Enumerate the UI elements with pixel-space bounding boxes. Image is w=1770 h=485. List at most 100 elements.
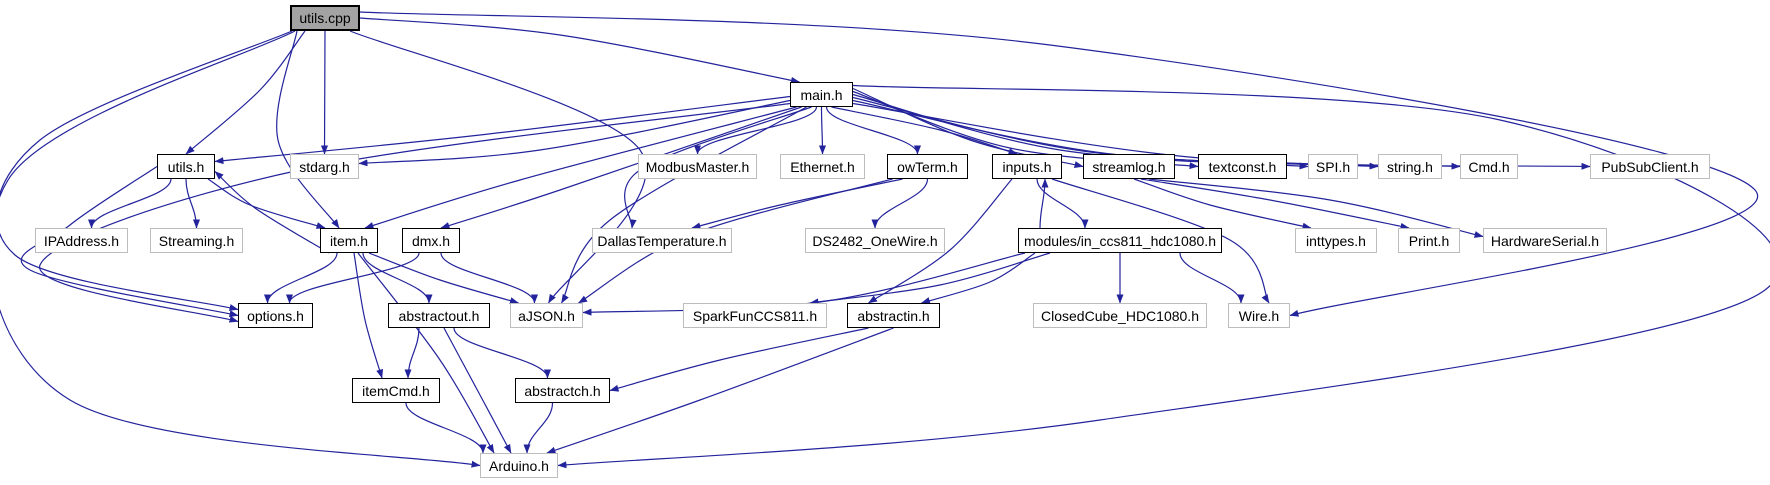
edge-item-h-to-itemCmd-h [353,252,384,379]
edge-abstractout-h-to-Arduino-h [443,327,512,454]
node-hardwareserial-h: HardwareSerial.h [1483,228,1607,253]
edge-main-h-to-item-h [364,106,797,229]
node-label: inttypes.h [1306,232,1366,249]
node-label: abstractout.h [398,307,480,324]
edge-owTerm-h-to-DallasTemperature-h [691,178,903,230]
node-spi-h: SPI.h [1308,154,1358,179]
edge-item-h-to-Arduino-h [357,252,495,454]
node-sparkfunccs811-h: SparkFunCCS811.h [683,303,827,328]
node-abstractch-h[interactable]: abstractch.h [515,378,610,403]
node-label: item.h [329,232,369,249]
node-ds2482-onewire-h: DS2482_OneWire.h [805,228,945,253]
node-label: utils.h [167,158,205,175]
node-label: string.h [1387,158,1433,175]
node-owterm-h[interactable]: owTerm.h [887,154,968,179]
node-abstractin-h[interactable]: abstractin.h [847,303,940,328]
node-label: options.h [247,307,304,324]
node-label: IPAddress.h [43,232,120,249]
node-dallastemperature-h: DallasTemperature.h [592,228,732,253]
node-label: aJSON.h [518,307,575,324]
node-label: Wire.h [1238,307,1280,324]
node-main-h[interactable]: main.h [790,82,853,107]
edge-main-h-to-ModbusMaster-h [694,106,818,155]
edge-main-h-to-Ethernet-h [818,106,826,155]
node-label: abstractin.h [857,307,930,324]
edge-utils-cpp-to-item-h [276,30,340,229]
edge-main-h-to-aJSON-h [560,106,807,304]
edge-modules-in-ccs811-hdc1080-h-to-abstractin-h [921,252,1036,304]
node-item-h[interactable]: item.h [320,228,378,253]
node-label: textconst.h [1208,158,1277,175]
edge-main-h-to-dmx-h [440,106,802,229]
node-label: Streaming.h [158,232,235,249]
node-label: streamlog.h [1092,158,1166,175]
edge-main-h-to-utils-h [214,95,791,165]
node-label: SparkFunCCS811.h [692,307,818,324]
node-label: utils.cpp [299,10,351,26]
node-label: inputs.h [1002,158,1052,175]
node-stdarg-h: stdarg.h [290,154,359,179]
edge-utils-cpp-to-main-h [359,17,800,84]
node-modbusmaster-h: ModbusMaster.h [638,154,757,179]
node-label: Arduino.h [489,457,549,474]
node-closedcube-hdc1080-h: ClosedCube_HDC1080.h [1033,303,1207,328]
edge-utils-cpp-to-options-h [0,30,293,311]
node-label: Print.h [1408,232,1450,249]
node-streamlog-h[interactable]: streamlog.h [1083,154,1175,179]
edge-main-h-to-Arduino-h [557,84,1770,469]
edge-abstractout-h-to-abstractch-h [453,327,551,379]
edge-item-h-to-options-h [264,252,338,304]
node-streaming-h: Streaming.h [150,228,243,253]
node-dmx-h[interactable]: dmx.h [402,228,460,253]
node-label: HardwareSerial.h [1490,232,1600,249]
edge-utils-cpp-to-stdarg-h [321,30,329,155]
node-label: Cmd.h [1468,158,1510,175]
node-ipaddress-h: IPAddress.h [35,228,128,253]
node-utils-h[interactable]: utils.h [157,154,215,179]
edge-dmx-h-to-aJSON-h [440,252,538,304]
edge-utils-cpp-to-utils-h [185,30,306,155]
edge-utils-h-to-item-h [207,178,326,229]
node-ajson-h: aJSON.h [510,303,583,328]
edge-dmx-h-to-options-h [286,252,420,304]
edge-item-h-to-utils-h [214,171,330,254]
node-label: abstractch.h [524,382,601,399]
node-arduino-h: Arduino.h [480,453,558,478]
edge-utils-cpp-to-Wire-h [359,11,1759,317]
edge-modules-in-ccs811-hdc1080-h-to-SparkFunCCS811-h [809,252,1051,306]
edge-streamlog-h-to-Print-h [1140,178,1410,230]
node-label: dmx.h [411,232,451,249]
edge-abstractin-h-to-abstractch-h [609,327,869,392]
node-label: owTerm.h [897,158,958,175]
edge-modules-in-ccs811-hdc1080-h-to-Wire-h [1179,252,1245,304]
node-label: SPI.h [1315,158,1351,175]
edge-streamlog-h-to-inttypes-h [1133,178,1312,230]
edge-main-h-to-stdarg-h [358,99,791,167]
node-abstractout-h[interactable]: abstractout.h [388,303,490,328]
edge-item-h-to-abstractout-h [362,252,433,304]
node-inputs-h[interactable]: inputs.h [992,154,1062,179]
node-ethernet-h: Ethernet.h [780,154,865,179]
edge-main-h-to-inputs-h [831,106,1018,155]
node-options-h[interactable]: options.h [238,303,313,328]
edge-utils-h-to-IPAddress-h [88,178,172,229]
node-utils-cpp: utils.cpp [290,5,360,31]
node-string-h: string.h [1378,154,1442,179]
edge-abstractout-h-to-itemCmd-h [404,327,420,379]
edge-item-h-to-aJSON-h [368,252,519,304]
edge-abstractch-h-to-Arduino-h [523,402,554,454]
node-label: stdarg.h [299,158,350,175]
edge-itemCmd-h-to-Arduino-h [405,402,487,454]
node-textconst-h[interactable]: textconst.h [1198,154,1287,179]
node-label: itemCmd.h [362,382,430,399]
edge-utils-h-to-Streaming-h [185,178,200,229]
edge-owTerm-h-to-DS2482-OneWire-h [871,178,929,229]
node-label: ClosedCube_HDC1080.h [1041,307,1199,324]
node-wire-h: Wire.h [1228,303,1290,328]
edge-modules-in-ccs811-hdc1080-h-to-aJSON-h [582,252,1026,316]
node-cmd-h: Cmd.h [1460,154,1518,179]
edge-utils-h-to-options-h [20,166,239,318]
node-itemcmd-h[interactable]: itemCmd.h [352,378,440,403]
node-modules-in-ccs811-hdc1080-h[interactable]: modules/in_ccs811_hdc1080.h [1018,228,1222,253]
